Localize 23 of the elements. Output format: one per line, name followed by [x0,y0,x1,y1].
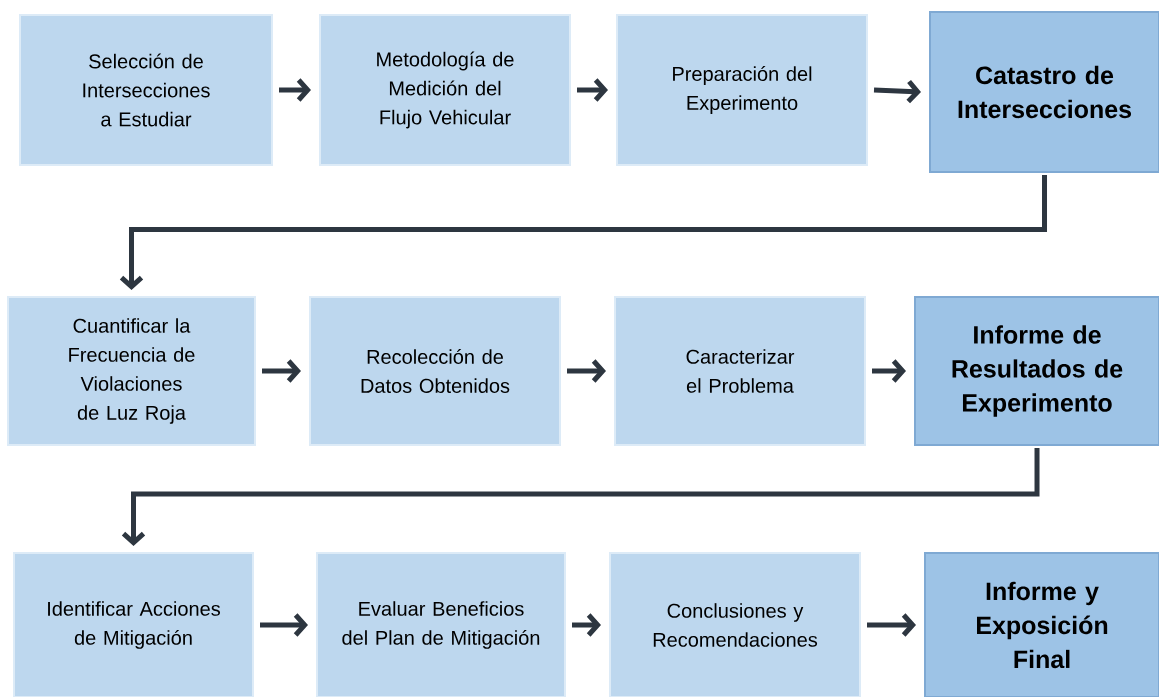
arrow [260,613,308,637]
arrow [577,78,608,102]
arrow [121,448,1040,546]
milestone-box: Informe de Resultados de Experimento [914,296,1159,446]
process-box: Selección de Intersecciones a Estudiar [19,14,273,166]
process-box: Cuantificar la Frecuencia de Violaciones de Luz Roja [7,296,256,446]
arrow [867,613,916,637]
process-box: Recolección de Datos Obtenidos [309,296,561,446]
arrow [873,79,921,104]
process-box: Metodología de Medición del Flujo Vehicular [319,14,571,166]
process-box: Evaluar Beneficios del Plan de Mitigación [316,552,566,697]
milestone-box: Informe y Exposición Final [924,552,1159,697]
arrow [872,359,906,383]
arrow [567,359,606,383]
arrow [119,175,1047,290]
milestone-box: Catastro de Intersecciones [929,11,1159,173]
process-box: Preparación del Experimento [616,14,868,166]
arrow [262,359,301,383]
arrow [572,613,601,637]
arrow [279,78,311,102]
process-box: Conclusiones y Recomendaciones [609,552,861,697]
process-box: Identificar Acciones de Mitigación [13,552,254,697]
process-box: Caracterizar el Problema [614,296,866,446]
